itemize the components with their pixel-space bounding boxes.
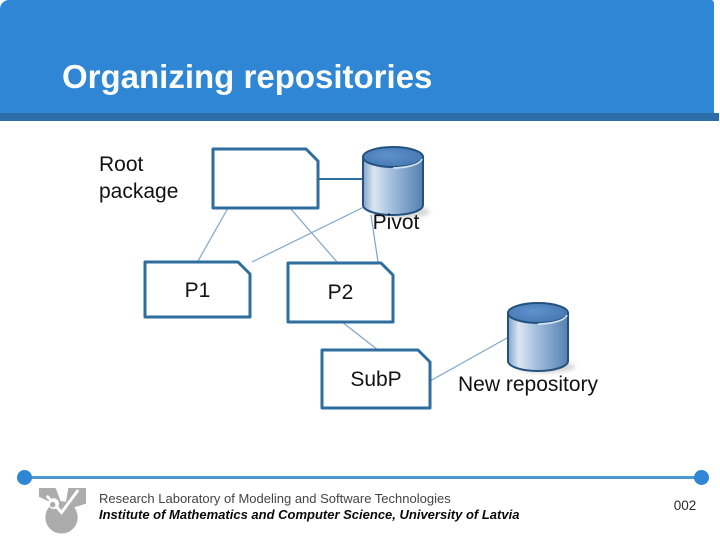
slide-header (0, 0, 714, 113)
owl-body (45, 501, 78, 534)
edge-p2-subp (341, 321, 379, 351)
pivot-cylinder-top (362, 146, 424, 168)
owl-pupil (49, 501, 56, 508)
pivot-highlight (392, 158, 423, 169)
pivot-repository-icon (362, 146, 430, 218)
label-pivot: Pivot (372, 211, 420, 234)
newrepo-cylinder-body (507, 312, 569, 372)
label-new-repository: New repository (458, 373, 599, 396)
p1-box (143, 260, 252, 319)
header-strip (0, 113, 719, 121)
newrepo-cylinder-top (507, 302, 569, 324)
root-package-box (211, 147, 320, 210)
owl-logo-icon (38, 487, 87, 534)
subp-box (320, 348, 432, 410)
edge-pivot-p1 (251, 205, 367, 263)
footer-divider-line (25, 476, 702, 479)
footer-lab-name: Research Laboratory of Modeling and Soft… (99, 491, 451, 506)
edge-root-p1 (197, 207, 229, 262)
p2-box (286, 261, 395, 324)
edge-root-p2 (289, 207, 338, 263)
footer-dot-left (17, 470, 32, 485)
page-number: 002 (673, 498, 697, 513)
footer-dot-right (694, 470, 709, 485)
connector-lines (197, 205, 508, 382)
edge-pivot-p2 (370, 214, 379, 263)
owl-right-wing (64, 487, 87, 511)
slide-title: Organizing repositories (62, 58, 433, 95)
edge-subp-newrepo (429, 337, 508, 382)
subp-box-label: SubP (350, 368, 402, 391)
label-root-package: Root package (99, 153, 179, 203)
p1-box-label: P1 (184, 279, 211, 302)
pivot-cylinder-body (362, 156, 424, 216)
newrepo-highlight (537, 314, 568, 325)
footer-institute-name: Institute of Mathematics and Computer Sc… (99, 507, 520, 522)
new-repository-icon (507, 302, 575, 373)
p2-box-label: P2 (327, 281, 354, 304)
